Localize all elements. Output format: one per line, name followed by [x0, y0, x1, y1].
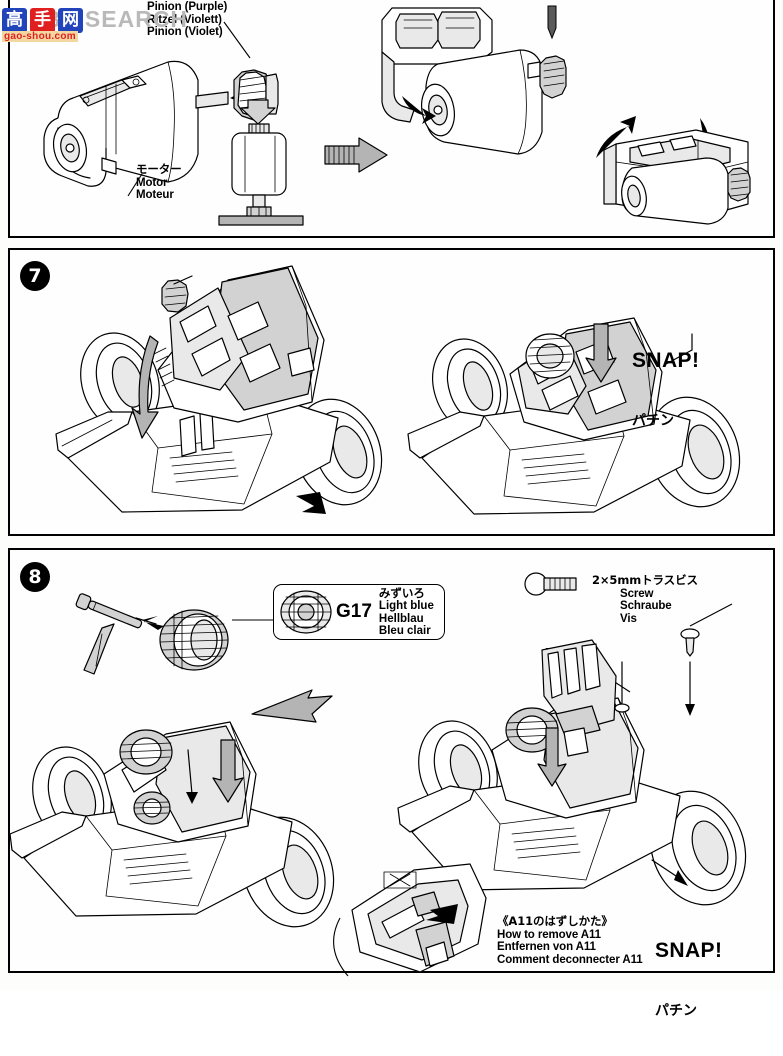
chassis-a11-installed-illustration [397, 639, 766, 930]
color-name-en: Light blue [378, 600, 434, 613]
screw-insertion-illustration [676, 603, 736, 724]
removal-note-jp: 《A11のはずしかた》 [497, 914, 613, 928]
removal-note-de: Entfernen von A11 [497, 941, 596, 954]
screw-label: 2×5mmトラスビス Screw Schraube Vis [592, 574, 698, 625]
assembled-gearbox-illustration [578, 100, 768, 230]
color-name-de: Hellblau [378, 612, 424, 625]
pinion-label-line-de: Ritzel (Violett) [147, 13, 222, 26]
shaft-gear-grease-illustration [72, 582, 282, 682]
step-number-badge-8: 8 [20, 562, 50, 592]
chassis-gearbox-snapped-illustration [407, 290, 758, 530]
snap-callout-panel-7: SNAP! パチン [632, 313, 699, 466]
chassis-gearbox-open-illustration [55, 262, 412, 534]
color-name-fr: Bleu clair [378, 624, 431, 637]
removal-note-fr: Comment deconnecter A11 [497, 953, 643, 966]
pinion-label: Pinion (Purple) Ritzel (Violett) Pinion … [147, 1, 227, 39]
screw-icon [524, 572, 586, 596]
snap-label-jp-2: パチン [655, 1003, 697, 1019]
gear-icon [280, 589, 332, 635]
snap-label-en: SNAP! [632, 349, 700, 372]
pinion-label-line-fr: Pinion (Violet) [147, 26, 223, 39]
process-arrow-right [324, 137, 389, 174]
motor-label-line-fr: Moteur [136, 189, 174, 202]
a11-removal-note: 《A11のはずしかた》 How to remove A11 Entfernen … [497, 915, 643, 966]
snap-label-en-2: SNAP! [655, 939, 723, 962]
screw-label-en: Screw [620, 587, 654, 600]
a11-removal-detail-illustration [330, 848, 520, 988]
motor-label-line-en: Motor [136, 176, 168, 189]
motor-label: モーター Motor Moteur [136, 163, 182, 202]
removal-note-en: How to remove A11 [497, 928, 601, 941]
parts-color-names: みずいろ Light blue Hellblau Bleu clair [378, 585, 434, 638]
chassis-gear-install-illustration [9, 689, 376, 930]
motor-label-line-jp: モーター [136, 162, 182, 176]
gearbox-motor-assembly-illustration [380, 5, 600, 221]
snap-callout-panel-8: SNAP! パチン [655, 903, 722, 1056]
parts-callout-g17: G17 みずいろ Light blue Hellblau Bleu clair [273, 584, 445, 640]
manual-page: Pinion (Purple) Ritzel (Violett) Pinion … [2, 0, 775, 1019]
screw-label-de: Schraube [620, 600, 672, 613]
snap-label-jp: パチン [632, 413, 674, 429]
screw-label-fr: Vis [620, 612, 637, 625]
screw-label-jp: 2×5mmトラスビス [592, 573, 698, 587]
step-number-badge-7: 7 [20, 261, 50, 291]
parts-code-label: G17 [336, 601, 372, 622]
pinion-label-line-en: Pinion (Purple) [147, 1, 228, 13]
color-name-jp: みずいろ [378, 585, 425, 600]
motor-press-illustration [205, 99, 355, 226]
